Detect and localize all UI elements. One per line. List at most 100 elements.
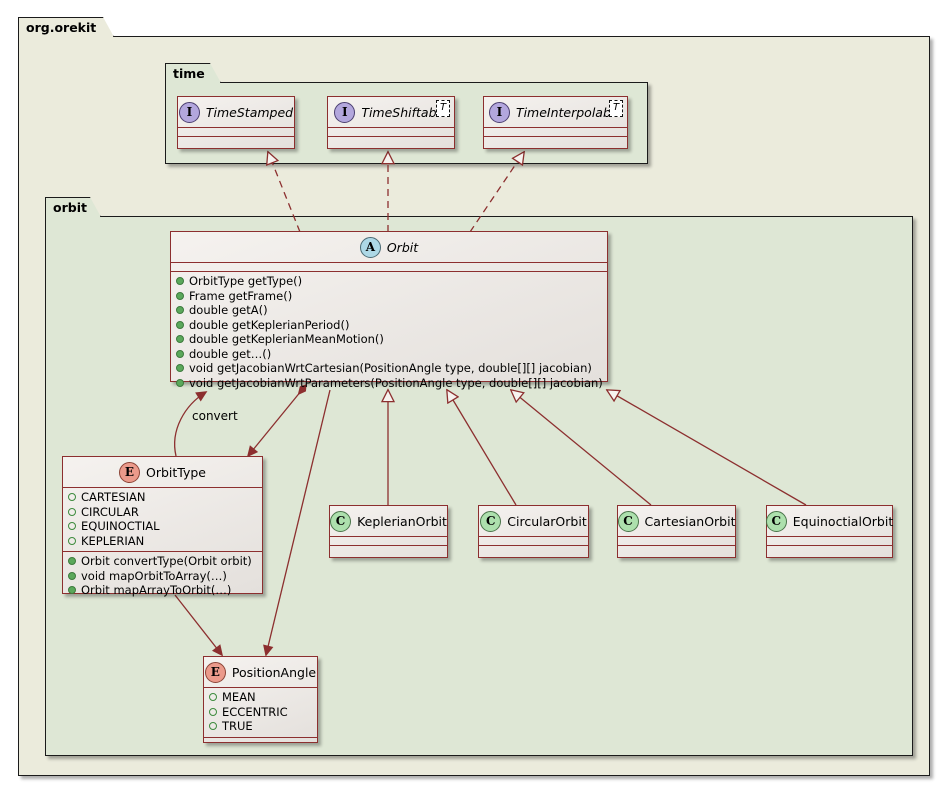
method-label: Orbit convertType(Orbit orbit) xyxy=(81,554,252,568)
class-timeinterpolable-methods xyxy=(484,137,627,145)
method-label: double get…() xyxy=(189,346,272,361)
public-method-icon xyxy=(68,571,76,580)
enum-badge-icon: E xyxy=(119,461,140,483)
class-orbit-methods: OrbitType getType() Frame getFrame() dou… xyxy=(171,272,607,393)
public-method-icon xyxy=(176,364,184,373)
abstract-badge-icon: A xyxy=(359,236,381,258)
interface-badge-icon: I xyxy=(334,101,356,123)
generic-type-parameter-icon: T xyxy=(609,100,623,117)
divider xyxy=(63,551,262,552)
field-label: KEPLERIAN xyxy=(81,533,145,548)
interface-badge-icon: I xyxy=(488,101,510,123)
class-badge-icon: C xyxy=(480,510,502,532)
class-positionangle-header: E PositionAngle xyxy=(204,657,317,687)
class-keplerianorbit-methods xyxy=(330,546,447,554)
divider xyxy=(618,545,735,546)
class-timeinterpolable[interactable]: I TimeInterpolable T xyxy=(483,96,628,149)
divider xyxy=(330,545,447,546)
class-equinoctialorbit-header: C EquinoctialOrbit xyxy=(765,506,893,536)
package-time-label-tab: time xyxy=(165,63,221,83)
method-row: void mapOrbitToArray(…) xyxy=(68,569,258,584)
class-equinoctialorbit-methods xyxy=(767,546,892,554)
divider xyxy=(204,736,317,738)
class-orbittype-header: E OrbitType xyxy=(63,457,262,487)
field-row: ECCENTRIC xyxy=(209,705,313,720)
class-timestamped-methods xyxy=(178,137,294,145)
class-circularorbit[interactable]: C CircularOrbit xyxy=(478,505,589,558)
method-row: void getJacobianWrtCartesian(PositionAng… xyxy=(176,361,603,376)
class-positionangle-name: PositionAngle xyxy=(231,664,317,680)
method-label: double getKeplerianMeanMotion() xyxy=(189,332,384,346)
class-timestamped[interactable]: I TimeStamped xyxy=(177,96,295,149)
class-equinoctialorbit[interactable]: C EquinoctialOrbit xyxy=(765,505,893,558)
generic-type-parameter-icon: T xyxy=(436,100,450,117)
public-method-icon xyxy=(176,306,184,315)
method-row: double getA() xyxy=(176,303,603,318)
class-positionangle[interactable]: E PositionAngle MEAN ECCENTRIC TRUE xyxy=(203,656,318,743)
package-orbit-label: orbit xyxy=(53,200,87,215)
divider xyxy=(484,127,627,128)
method-row: double getKeplerianMeanMotion() xyxy=(176,332,603,347)
public-field-icon xyxy=(68,507,76,516)
class-badge-icon: C xyxy=(765,510,787,532)
divider xyxy=(479,545,588,546)
divider xyxy=(618,536,735,537)
class-orbittype[interactable]: E OrbitType CARTESIAN CIRCULAR EQUINOCTI… xyxy=(62,456,263,597)
method-label: void getJacobianWrtCartesian(PositionAng… xyxy=(189,361,592,375)
class-positionangle-methods xyxy=(204,738,317,746)
divider xyxy=(767,536,892,537)
method-row: double getKeplerianPeriod() xyxy=(176,318,603,333)
field-row: CARTESIAN xyxy=(68,490,258,505)
public-method-icon xyxy=(176,291,184,300)
divider xyxy=(204,687,317,688)
class-timeshiftable-name: TimeShiftable xyxy=(361,104,448,120)
public-method-icon xyxy=(176,320,184,329)
package-time-label: time xyxy=(173,66,205,81)
class-orbittype-fields: CARTESIAN CIRCULAR EQUINOCTIAL KEPLERIAN xyxy=(63,488,262,551)
class-orbit-header: A Orbit xyxy=(171,232,607,262)
class-orbit[interactable]: A Orbit OrbitType getType() Frame getFra… xyxy=(170,231,608,390)
class-timeshiftable-methods xyxy=(328,137,454,145)
method-label: OrbitType getType() xyxy=(189,274,303,288)
class-cartesianorbit-fields xyxy=(618,537,735,545)
class-keplerianorbit-name: KeplerianOrbit xyxy=(357,513,447,529)
class-orbit-fields xyxy=(171,263,607,271)
field-label: EQUINOCTIAL xyxy=(81,519,160,533)
public-field-icon xyxy=(68,536,76,545)
class-orbittype-methods: Orbit convertType(Orbit orbit) void mapO… xyxy=(63,552,262,601)
class-orbittype-name: OrbitType xyxy=(146,464,206,480)
field-label: ECCENTRIC xyxy=(222,704,288,719)
field-label: CIRCULAR xyxy=(81,504,139,519)
edge-label-convert: convert xyxy=(192,409,238,423)
public-method-icon xyxy=(176,378,184,387)
class-keplerianorbit-fields xyxy=(330,537,447,545)
field-row: KEPLERIAN xyxy=(68,534,258,549)
class-circularorbit-methods xyxy=(479,546,588,554)
package-orbit-label-tab: orbit xyxy=(45,197,101,217)
field-row: CIRCULAR xyxy=(68,505,258,520)
field-row: EQUINOCTIAL xyxy=(68,519,258,534)
class-timeinterpolable-header: I TimeInterpolable T xyxy=(484,97,627,127)
class-timestamped-header: I TimeStamped xyxy=(178,97,294,127)
public-method-icon xyxy=(68,557,76,566)
divider xyxy=(178,136,294,137)
class-timeshiftable[interactable]: I TimeShiftable T xyxy=(327,96,455,149)
class-timeshiftable-fields xyxy=(328,128,454,136)
method-row: void getJacobianWrtParameters(PositionAn… xyxy=(176,376,603,391)
class-keplerianorbit[interactable]: C KeplerianOrbit xyxy=(329,505,448,558)
public-field-icon xyxy=(209,707,217,716)
divider xyxy=(767,545,892,546)
method-label: void mapOrbitToArray(…) xyxy=(81,568,227,583)
class-keplerianorbit-header: C KeplerianOrbit xyxy=(330,506,447,536)
method-label: Orbit mapArrayToOrbit(…) xyxy=(81,583,232,597)
class-cartesianorbit[interactable]: C CartesianOrbit xyxy=(617,505,736,558)
public-method-icon xyxy=(176,349,184,358)
method-row: double get…() xyxy=(176,347,603,362)
divider xyxy=(328,136,454,137)
divider xyxy=(178,127,294,128)
enum-badge-icon: E xyxy=(204,661,226,683)
class-timeshiftable-header: I TimeShiftable T xyxy=(328,97,454,127)
class-orbit-name: Orbit xyxy=(386,239,419,255)
method-row: Orbit mapArrayToOrbit(…) xyxy=(68,583,258,598)
class-timestamped-name: TimeStamped xyxy=(205,104,294,120)
